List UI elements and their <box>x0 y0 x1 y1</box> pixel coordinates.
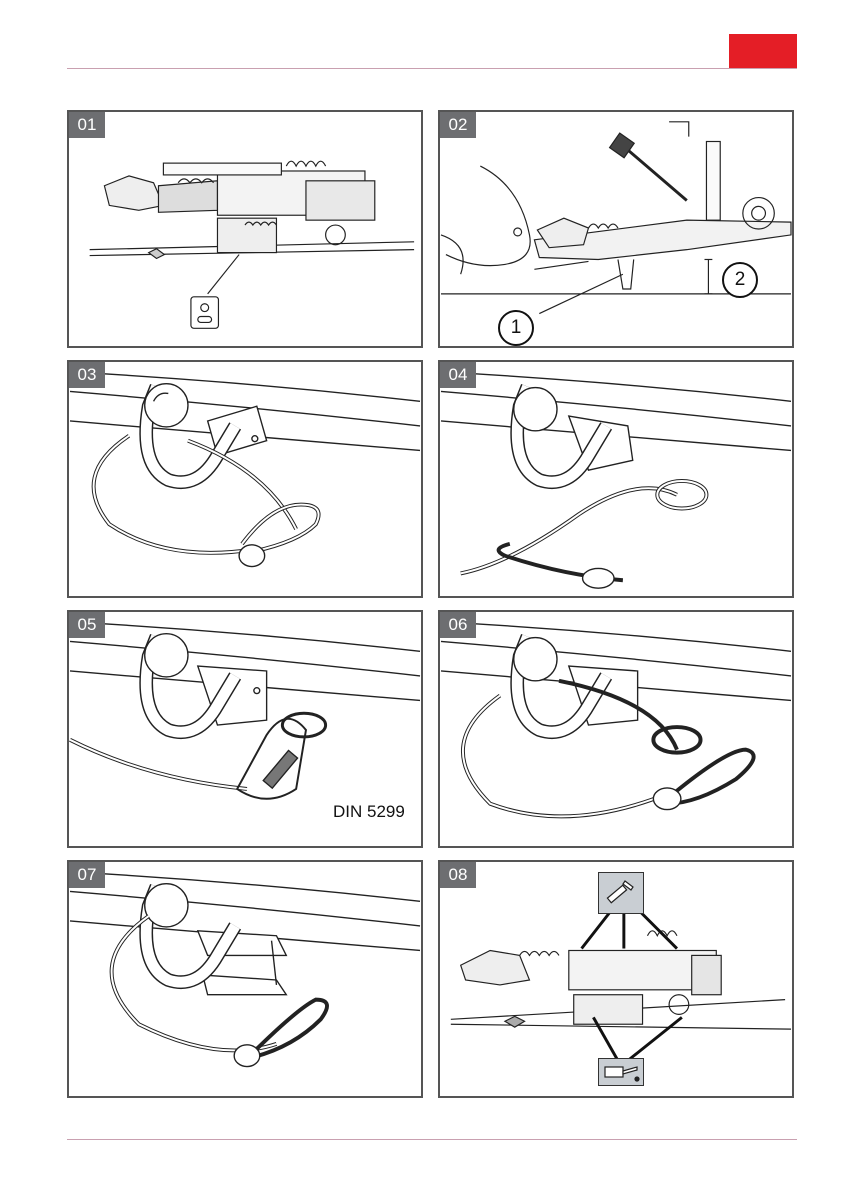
footer-rule <box>67 1139 797 1140</box>
panel-number: 08 <box>440 862 476 888</box>
panel-number: 05 <box>69 612 105 638</box>
panel-number: 04 <box>440 362 476 388</box>
panel-number: 02 <box>440 112 476 138</box>
panel-02: 02 1 2 <box>438 110 794 348</box>
trailer-height-illustration <box>440 112 792 346</box>
panel-number: 03 <box>69 362 105 388</box>
panel-08: 08 <box>438 860 794 1098</box>
header-rule <box>67 68 797 69</box>
panel-06: 06 <box>438 610 794 848</box>
coupling-assembly-illustration <box>69 112 421 346</box>
callout-1: 1 <box>498 310 534 346</box>
grease-gun-icon <box>598 872 644 914</box>
din-label: DIN 5299 <box>333 802 405 822</box>
panel-number: 06 <box>440 612 476 638</box>
panel-number: 01 <box>69 112 105 138</box>
panel-03: 03 <box>67 360 423 598</box>
red-section-tab <box>729 34 797 68</box>
panel-07: 07 <box>67 860 423 1098</box>
breakaway-cable-loop-illustration <box>69 362 421 596</box>
breakaway-cable-loop-illustration <box>440 612 792 846</box>
oil-can-icon <box>598 1058 644 1086</box>
callout-2: 2 <box>722 262 758 298</box>
breakaway-cable-bracket-illustration <box>69 862 421 1096</box>
panel-04: 04 <box>438 360 794 598</box>
panel-number: 07 <box>69 862 105 888</box>
panel-01: 01 <box>67 110 423 348</box>
panel-05: 05 DIN 5299 <box>67 610 423 848</box>
breakaway-cable-loop-illustration <box>440 362 792 596</box>
